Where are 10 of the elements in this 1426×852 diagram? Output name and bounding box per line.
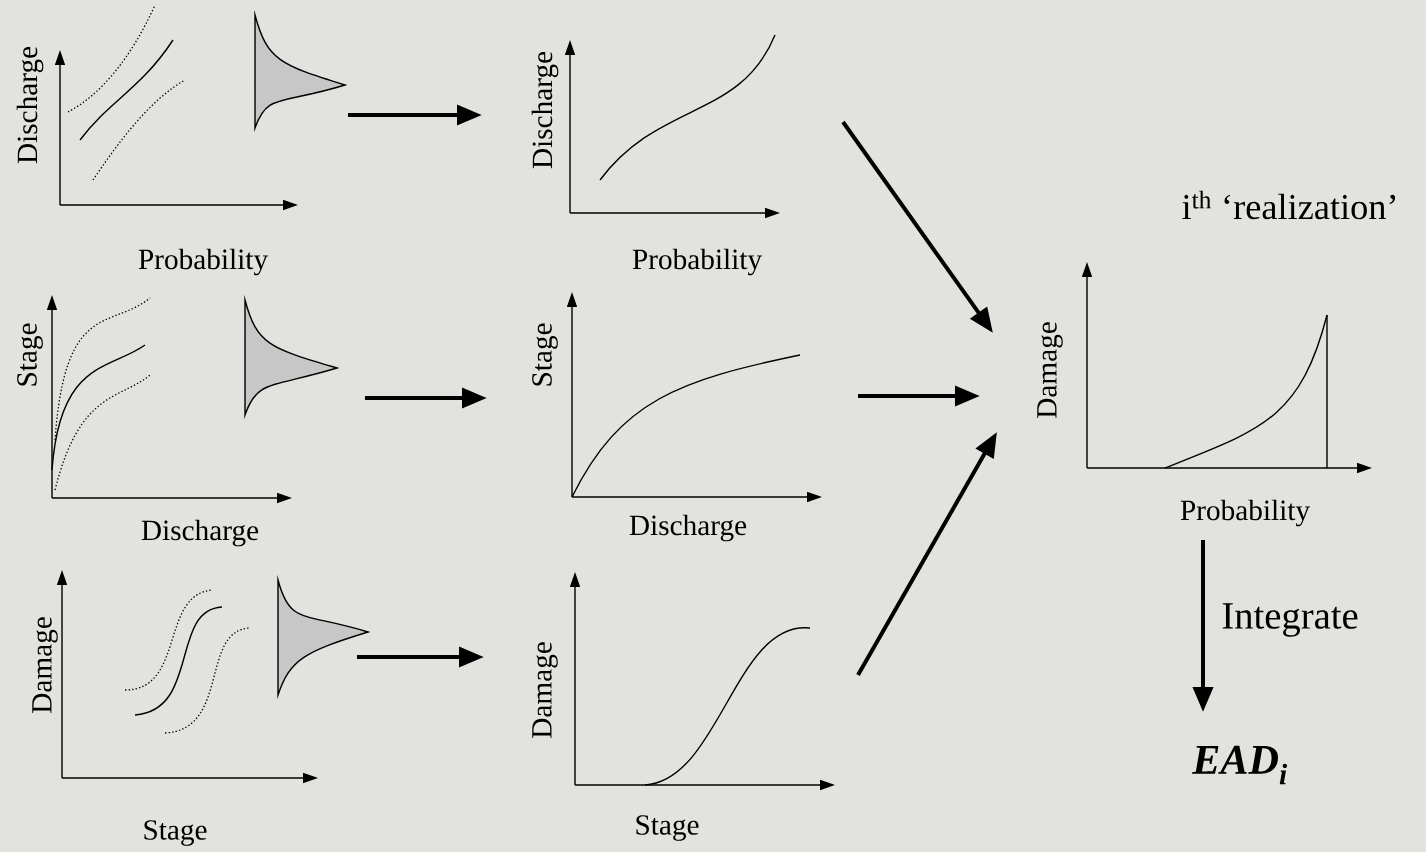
node-text: Damage Stage: [32, 617, 207, 846]
node-label: i$^{th}$ ‘realization’: [1182, 190, 1396, 220]
edge-label: Integrate: [1222, 603, 1358, 637]
node-text: Stage Discharge: [532, 323, 747, 542]
node-text: EAD$_{i}$: [1191, 745, 1288, 785]
node-text: Stage Discharge: [17, 323, 259, 547]
node-text: Discharge Probability: [531, 51, 762, 276]
node-text: Damage Probability: [1037, 322, 1310, 527]
node-text: Discharge Probability: [16, 46, 268, 276]
node-text: Damage Stage: [532, 642, 699, 841]
